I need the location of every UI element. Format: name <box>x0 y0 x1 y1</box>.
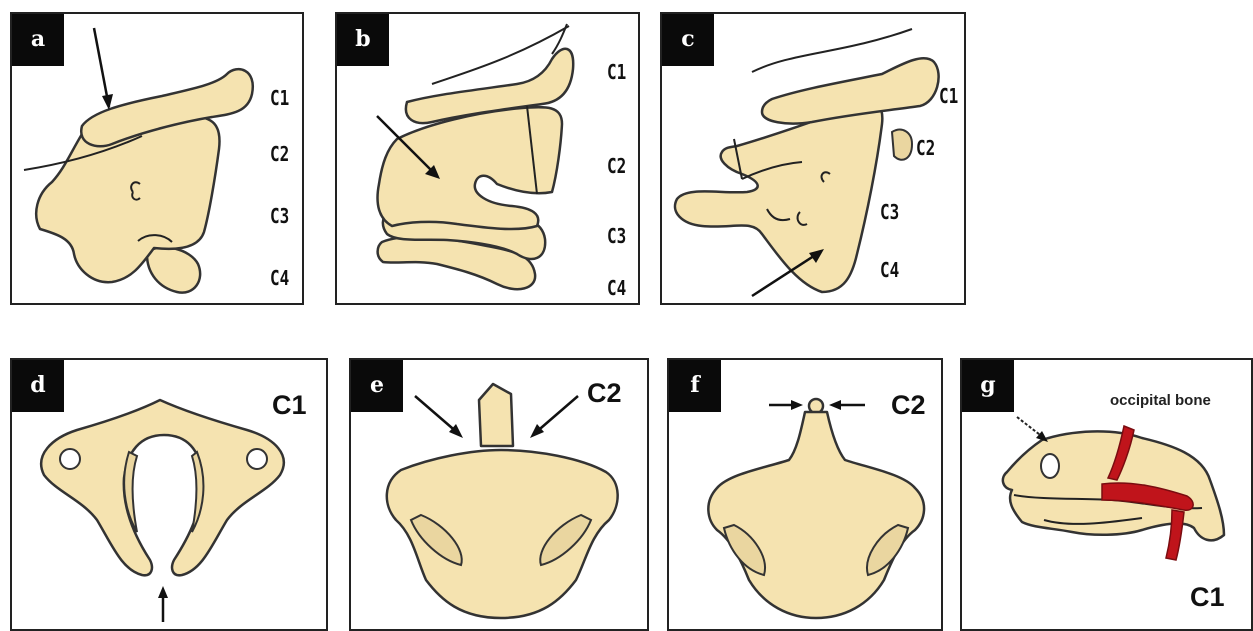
label-c1-c: C1 <box>939 84 958 108</box>
label-c2-c: C2 <box>916 136 935 160</box>
odontoid-c <box>892 130 912 160</box>
label-c4-c: C4 <box>880 258 899 282</box>
label-c3-c: C3 <box>880 200 899 224</box>
foramen-g <box>1041 454 1059 478</box>
panel-a: a C1 C2 C3 C4 <box>10 12 304 305</box>
panel-c: c C1 C2 C3 C4 <box>660 12 966 305</box>
c1-vertebra-c <box>762 58 939 123</box>
label-f: C2 <box>891 390 926 421</box>
panel-g: g occipital bone C1 <box>960 358 1253 631</box>
label-g: C1 <box>1190 582 1225 613</box>
panel-a-drawing <box>12 14 304 305</box>
atlas-ring-d <box>41 400 284 575</box>
c2-c4-vertebra-c <box>675 102 882 292</box>
label-c1-a: C1 <box>270 86 289 110</box>
label-occipital-bone: occipital bone <box>1110 392 1211 409</box>
dens-e <box>479 384 513 446</box>
label-c2-b: C2 <box>607 154 626 178</box>
label-c3-a: C3 <box>270 204 289 228</box>
label-d: C1 <box>272 390 307 421</box>
label-c4-a: C4 <box>270 266 289 290</box>
panel-f: f C2 <box>667 358 943 631</box>
panel-e: e C2 <box>349 358 649 631</box>
label-c1-b: C1 <box>607 60 626 84</box>
label-c4-b: C4 <box>607 276 626 300</box>
label-c2-a: C2 <box>270 142 289 166</box>
panel-b: b C1 C2 C3 C4 <box>335 12 640 305</box>
panel-b-drawing <box>337 14 640 305</box>
foramen-right-d <box>247 449 267 469</box>
label-c3-b: C3 <box>607 224 626 248</box>
label-e: C2 <box>587 378 622 409</box>
c4-vertebra-a <box>147 247 200 292</box>
foramen-left-d <box>60 449 80 469</box>
axis-body-f <box>708 412 924 618</box>
arrowhead-d <box>158 586 168 598</box>
panel-d: d C1 <box>10 358 328 631</box>
